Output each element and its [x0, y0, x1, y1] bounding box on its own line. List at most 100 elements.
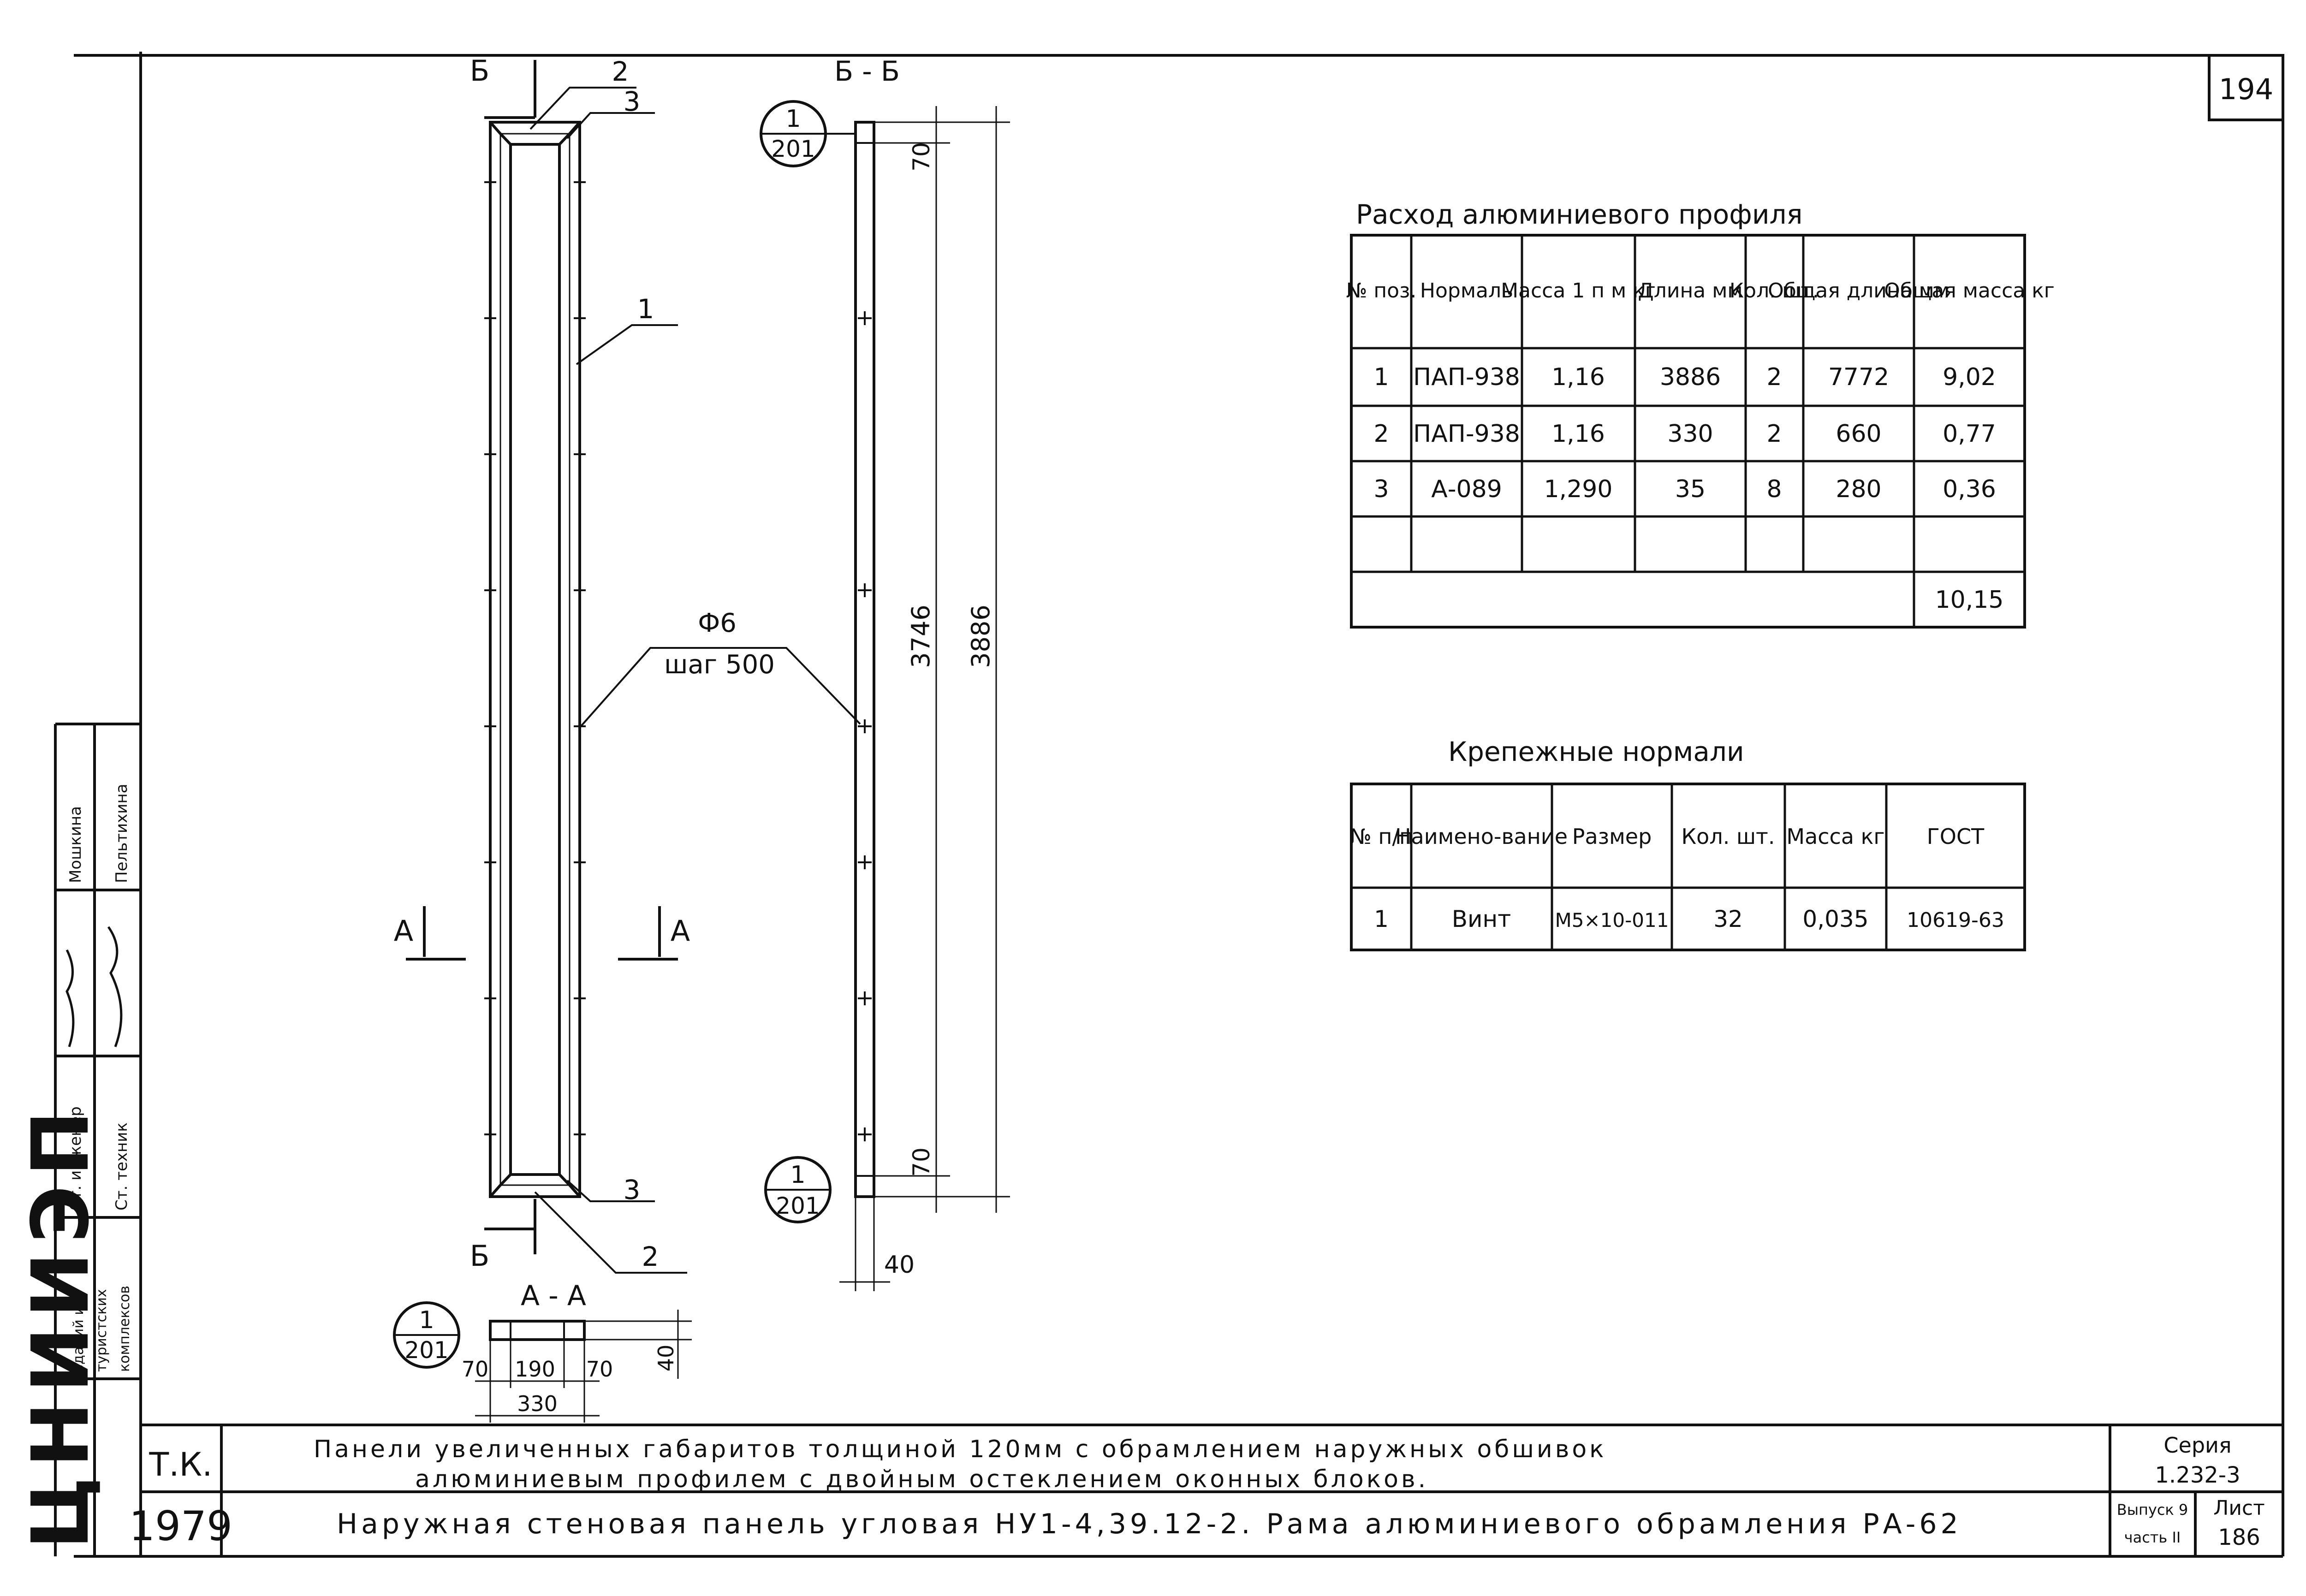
frame-outer-outline — [489, 121, 581, 1198]
org-dept-line-1: зданий и — [71, 1306, 87, 1372]
profile-cell-2-6: 0,36 — [1943, 475, 1996, 503]
title-year: 1979 — [129, 1502, 232, 1550]
fastener-header-1: Наимено-вание — [1395, 824, 1568, 849]
callout-3-top-leader — [566, 112, 655, 139]
title-code: Т.К. — [149, 1446, 213, 1483]
frame-inner-outline — [509, 143, 561, 1176]
callout-1-leader — [576, 324, 678, 365]
profile-cell-2-1: А-089 — [1431, 475, 1502, 503]
fastener-header-2: Размер — [1572, 824, 1652, 849]
sheet-number: 194 — [2219, 72, 2273, 106]
section-aa-dim-right: 70 — [586, 1357, 613, 1382]
side-dimension-lines — [839, 106, 1010, 1291]
side-dim-inner: 3746 — [906, 605, 935, 668]
org-stamp-text: ЦНИИЭП — [15, 1101, 107, 1549]
profile-cell-1-2: 1,16 — [1551, 420, 1605, 448]
fastener-cell-0-1: Винт — [1452, 906, 1511, 932]
fastener-header-0: № п/п — [1349, 824, 1413, 849]
section-aa-detail-num: 1 — [419, 1306, 434, 1334]
signature-name-2: Пельтихина — [113, 784, 131, 883]
signature-name-1: Мошкина — [66, 806, 85, 883]
side-dim-top: 70 — [908, 142, 935, 172]
profile-cell-0-1: ПАП-938 — [1413, 363, 1520, 391]
profile-header-6: Общая масса кг — [1884, 279, 2055, 303]
fastener-header-3: Кол. шт. — [1682, 824, 1775, 849]
profile-cell-1-1: ПАП-938 — [1413, 420, 1520, 448]
profile-cell-1-4: 2 — [1766, 420, 1782, 448]
signature-role-1: Ст. инженер — [66, 1106, 85, 1210]
profile-total: 10,15 — [1935, 586, 2004, 614]
sheet-number-box — [2208, 54, 2284, 121]
section-b-bottom-label: Б — [470, 1239, 490, 1273]
profile-cell-0-2: 1,16 — [1551, 363, 1605, 391]
profile-header-5: Общая длина мм — [1768, 279, 1949, 303]
profile-cell-2-3: 35 — [1675, 475, 1706, 503]
fastener-cell-0-3: 32 — [1713, 906, 1743, 932]
fastener-header-5: ГОСТ — [1927, 824, 1985, 849]
section-a-left-label: А — [394, 914, 413, 948]
fastener-table: Крепежные нормали № п/п Наимено-вание Ра… — [1349, 736, 2026, 951]
callout-3-bottom: 3 — [624, 1174, 641, 1205]
fastener-table-title: Крепежные нормали — [1448, 736, 1744, 767]
frame-front-view: Б Б 2 3 1 3 2 А А Ф6 шаг 500 — [394, 54, 861, 1274]
fastener-cell-0-4: 0,035 — [1802, 906, 1868, 932]
profile-cell-0-5: 7772 — [1828, 363, 1889, 391]
fastener-cell-0-5: 10619-63 — [1907, 908, 2004, 932]
profile-header-4: Кол. шт. — [1730, 279, 1819, 303]
callout-3-bottom-leader — [566, 1180, 655, 1202]
profile-header-1: Нормаль — [1420, 279, 1513, 303]
profile-cell-1-0: 2 — [1373, 420, 1389, 448]
profile-cell-2-4: 8 — [1766, 475, 1782, 503]
callout-3-top: 3 — [624, 86, 641, 117]
callout-1: 1 — [637, 293, 654, 325]
detail-ref-sheet-bottom: 201 — [776, 1193, 820, 1219]
callout-2-top-leader — [529, 87, 636, 130]
section-b-top-label: Б — [470, 54, 490, 88]
part-label: часть II — [2124, 1529, 2181, 1546]
side-view-bb: Б - Б 1 201 1 201 — [760, 55, 1010, 1291]
rod-step: шаг 500 — [664, 650, 775, 680]
profile-cell-2-5: 280 — [1836, 475, 1881, 503]
sheet-label: Лист — [2213, 1496, 2265, 1520]
title-line-3: Наружная стеновая панель угловая НУ1-4,3… — [337, 1508, 1962, 1540]
section-aa-dim-height: 40 — [654, 1345, 678, 1372]
profile-cell-0-0: 1 — [1373, 363, 1389, 391]
title-line-1: Панели увеличенных габаритов толщиной 12… — [314, 1436, 1607, 1463]
section-aa-profile — [489, 1320, 586, 1341]
profile-table-border — [1350, 234, 2026, 629]
section-aa-dim-left: 70 — [462, 1357, 489, 1382]
side-profile-bottom-cap — [855, 1175, 875, 1198]
section-aa-dim-mid: 190 — [515, 1357, 555, 1382]
title-block: Т.К. 1979 Панели увеличенных габаритов т… — [129, 1424, 2283, 1556]
profile-table-title: Расход алюминиевого профиля — [1356, 199, 1802, 230]
rod-label: Ф6 — [698, 608, 737, 638]
section-aa-detail-sheet: 201 — [404, 1337, 448, 1364]
profile-cell-2-2: 1,290 — [1544, 475, 1613, 503]
callout-2-top: 2 — [612, 56, 629, 87]
callout-2-bottom: 2 — [642, 1241, 659, 1272]
sheet-value: 186 — [2218, 1525, 2260, 1550]
signature-role-2: Ст. техник — [113, 1122, 131, 1210]
profile-cell-0-4: 2 — [1766, 363, 1782, 391]
profile-table: Расход алюминиевого профиля № поз. Норма… — [1346, 199, 2055, 629]
issue-label: Выпуск 9 — [2117, 1501, 2188, 1519]
side-profile — [854, 121, 875, 1198]
side-view-title: Б - Б — [834, 55, 900, 88]
side-rod-marks — [858, 311, 872, 1141]
fastener-header-4: Масса кг — [1786, 824, 1884, 849]
fastener-table-border — [1350, 783, 2026, 951]
profile-cell-2-0: 3 — [1373, 475, 1389, 503]
section-aa-dim-lines — [475, 1310, 692, 1423]
title-line-2: алюминиевым профилем с двойным остеклени… — [415, 1465, 1428, 1493]
profile-cell-0-3: 3886 — [1660, 363, 1721, 391]
profile-cell-1-3: 330 — [1667, 420, 1713, 448]
org-stamp-strip: ЦНИИЭП зданий и туристских комплексов Ст… — [15, 723, 141, 1556]
profile-header-2: Масса 1 п м кг — [1501, 279, 1656, 303]
corner-miters — [489, 121, 581, 1198]
section-aa-dim-total: 330 — [517, 1391, 558, 1416]
callout-2-bottom-leader — [534, 1191, 687, 1274]
detail-ref-num-top: 1 — [785, 105, 801, 133]
profile-cell-1-6: 0,77 — [1943, 420, 1996, 448]
profile-header-3: Длина мм — [1638, 279, 1742, 303]
